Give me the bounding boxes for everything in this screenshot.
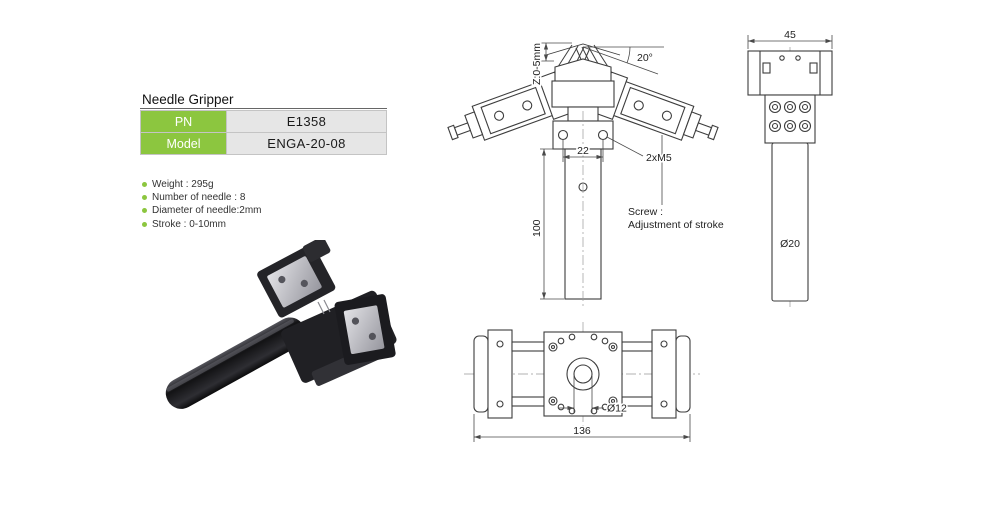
side-body <box>747 50 833 302</box>
spec-table: PN E1358 Model ENGA-20-08 <box>140 110 387 155</box>
pn-value: E1358 <box>226 110 387 133</box>
needle-tips <box>317 299 331 315</box>
list-item: Weight : 295g <box>142 178 262 191</box>
bullet-icon <box>142 221 147 227</box>
table-row: PN E1358 <box>140 110 387 133</box>
title-underline <box>140 108 387 109</box>
side-view-drawing: 45 Ø20 <box>747 28 833 307</box>
top-knob <box>302 240 331 262</box>
model-label: Model <box>140 132 227 155</box>
list-item: Diameter of needle:2mm <box>142 204 262 217</box>
bullet-icon <box>142 195 147 201</box>
page-title: Needle Gripper <box>142 92 234 107</box>
spec-list: Weight : 295g Number of needle : 8 Diame… <box>142 178 262 231</box>
dimension-arrows <box>748 38 832 44</box>
bottom-body <box>473 329 691 419</box>
bottom-view-drawing: Ø12 136 <box>464 322 700 442</box>
table-row: Model ENGA-20-08 <box>140 132 387 155</box>
stroke-dim-label: Z:0-5mm <box>531 43 543 85</box>
pn-label: PN <box>140 110 227 133</box>
model-value: ENGA-20-08 <box>226 132 387 155</box>
bullet-icon <box>142 182 147 188</box>
gripper-head-right <box>334 294 396 365</box>
screw-note-line1: Screw : <box>628 206 663 218</box>
list-item: Number of needle : 8 <box>142 191 262 204</box>
body-length-dim-label: 100 <box>531 219 543 237</box>
spec-text: Diameter of needle:2mm <box>152 205 262 217</box>
thread-label: 2xM5 <box>646 152 672 164</box>
spec-text: Number of needle : 8 <box>152 192 246 204</box>
gripper-head-left <box>257 244 336 318</box>
hole-spacing-dim-label: 22 <box>577 145 589 157</box>
bore-diameter-label: Ø12 <box>607 403 627 415</box>
angle-dim-label: 20° <box>637 52 653 64</box>
shaft-diameter-label: Ø20 <box>780 238 800 250</box>
list-item: Stroke : 0-10mm <box>142 218 262 231</box>
spec-text: Weight : 295g <box>152 179 214 191</box>
overall-length-label: 136 <box>573 425 591 437</box>
dimension-lines <box>747 35 833 49</box>
front-view-drawing: Z:0-5mm 20° 22 100 2xM5 Screw : Adjustme… <box>447 41 725 307</box>
dimension-arrows <box>474 405 690 440</box>
dimension-arrows <box>541 43 603 299</box>
product-photo <box>165 240 397 409</box>
gripper-shaft <box>165 317 306 409</box>
spec-text: Stroke : 0-10mm <box>152 218 226 230</box>
width-dim-label: 45 <box>784 29 796 41</box>
bullet-icon <box>142 208 147 214</box>
dimension-lines <box>473 376 691 442</box>
screw-note-line2: Adjustment of stroke <box>628 219 724 231</box>
